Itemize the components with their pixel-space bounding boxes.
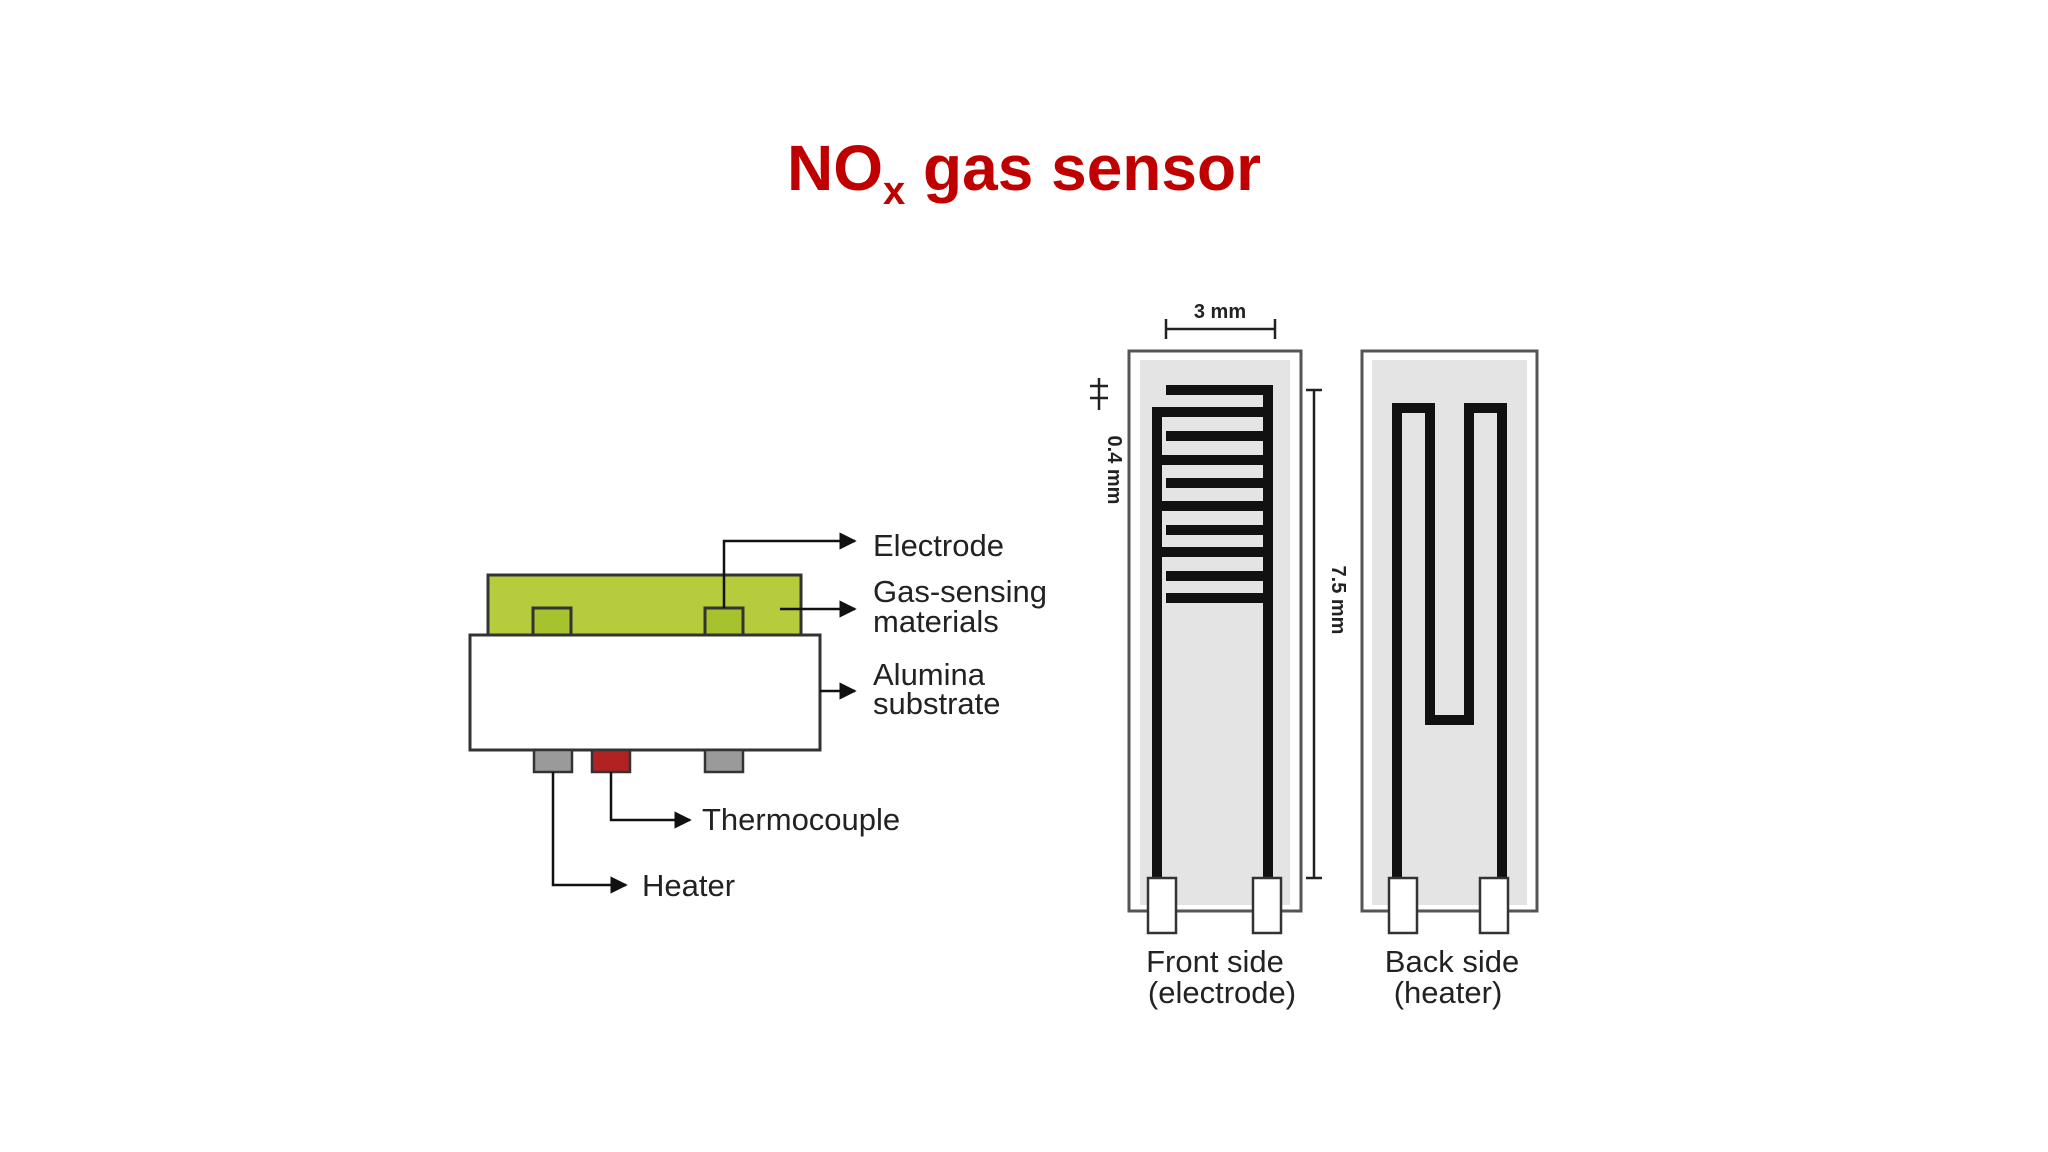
- dim-length-label: 7.5 mm: [1327, 566, 1349, 635]
- slide-title: NOx gas sensor: [0, 128, 2048, 231]
- gap-dimension: [1090, 378, 1108, 410]
- title-rest: gas sensor: [905, 132, 1261, 204]
- label-thermocouple: Thermocouple: [702, 802, 900, 837]
- thermocouple-pad: [590, 748, 632, 774]
- back-side-label-line1: Back side: [1385, 944, 1519, 979]
- front-contact-pad-right: [1251, 876, 1283, 935]
- back-side-chip: Back side (heater): [1360, 349, 1539, 1010]
- title-subscript: x: [883, 169, 906, 213]
- front-side-chip: 3 mm 7.5 mm 0.4 mm Front side (electrode…: [1090, 301, 1349, 1010]
- dim-gap-label: 0.4 mm: [1103, 436, 1125, 505]
- heater-meander: [1392, 403, 1507, 880]
- electrode-pad-right: [703, 606, 745, 637]
- thermocouple-leader-arrow: [609, 772, 692, 829]
- interdigitated-electrode: [1152, 385, 1273, 885]
- label-electrode: Electrode: [873, 528, 1004, 563]
- electrode-leader-arrow: [722, 532, 857, 608]
- electrode-pad-left: [531, 606, 573, 637]
- back-contact-pad-left: [1387, 876, 1419, 935]
- width-dimension: [1164, 319, 1277, 339]
- label-alumina-line2: substrate: [873, 686, 1001, 721]
- front-contact-pad-left: [1146, 876, 1178, 935]
- length-dimension: [1306, 388, 1322, 880]
- label-gas-sensing-line2: materials: [873, 604, 999, 639]
- back-contact-pad-right: [1478, 876, 1510, 935]
- dim-width-label: 3 mm: [1194, 301, 1246, 323]
- label-heater: Heater: [642, 868, 735, 903]
- back-side-label-line2: (heater): [1394, 975, 1503, 1010]
- label-gas-sensing-line1: Gas-sensing: [873, 574, 1047, 609]
- alumina-substrate: [468, 633, 822, 752]
- heater-pad-left: [532, 748, 574, 774]
- front-side-label-line1: Front side: [1146, 944, 1284, 979]
- title-main: NO: [787, 132, 884, 204]
- heater-leader-arrow: [551, 772, 628, 894]
- label-alumina-line1: Alumina: [873, 657, 986, 692]
- heater-pad-right: [703, 748, 745, 774]
- front-side-label-line2: (electrode): [1148, 975, 1296, 1010]
- cross-section-view: Electrode Gas-sensing materials Alumina …: [468, 528, 1047, 903]
